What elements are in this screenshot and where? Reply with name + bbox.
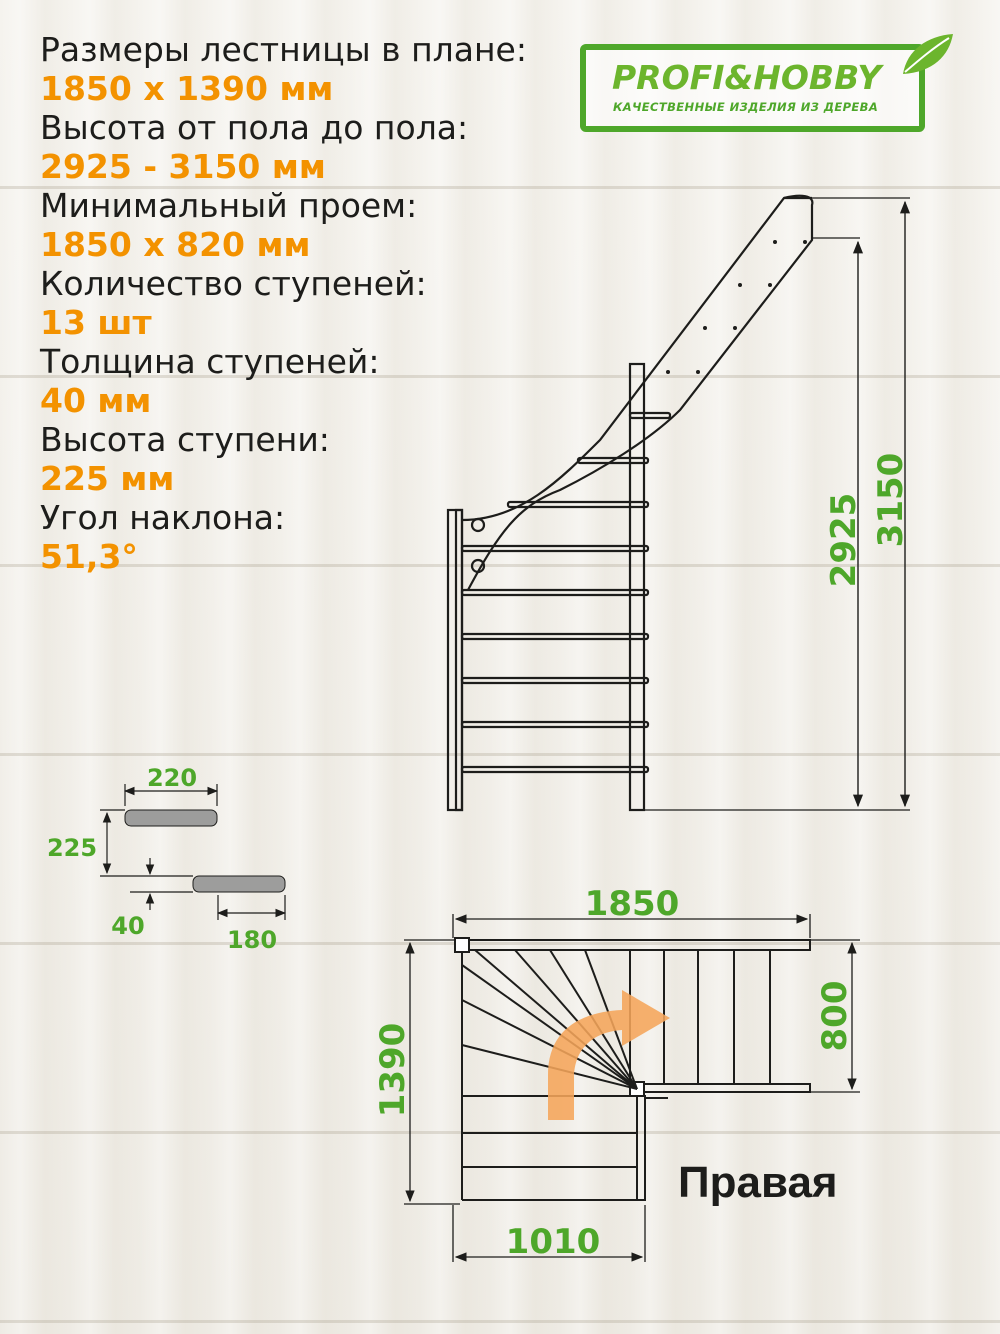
winder <box>514 949 638 1090</box>
spec-label-step-count: Количество ступеней: <box>40 264 427 303</box>
tread <box>576 456 650 465</box>
tread <box>506 500 650 509</box>
spec-label-step-thickness: Толщина ступеней: <box>40 342 380 381</box>
plan-dimensions <box>404 914 860 1262</box>
lower-flight-edge <box>636 1095 646 1201</box>
upper-flight <box>459 939 811 951</box>
winder <box>461 999 638 1090</box>
upper-stringer <box>461 194 814 591</box>
step-sample-lower <box>192 875 286 893</box>
spec-label-step-height: Высота ступени: <box>40 420 330 459</box>
spec-value-step-thickness: 40 мм <box>40 381 152 420</box>
dim-step-rise: 225 <box>47 834 97 862</box>
dim-height-max: 3150 <box>871 453 911 548</box>
brand-logo: PROFI&HOBBY КАЧЕСТВЕННЫЕ ИЗДЕЛИЯ ИЗ ДЕРЕ… <box>577 34 953 138</box>
step-sample-upper <box>124 809 218 827</box>
leaf-icon <box>903 34 953 74</box>
spec-value-plan-size: 1850 x 1390 мм <box>40 69 334 108</box>
corner-post <box>454 937 470 953</box>
height-dimensions <box>852 200 911 808</box>
tread <box>460 765 650 774</box>
tread <box>460 720 650 729</box>
side-elevation <box>446 194 910 812</box>
dim-step-depth: 220 <box>147 764 197 792</box>
stringer-dots <box>666 240 807 374</box>
dim-plan-width: 1850 <box>585 884 680 924</box>
dim-plan-depth: 1390 <box>373 1023 413 1118</box>
tread <box>460 676 650 685</box>
spec-value-step-count: 13 шт <box>40 303 152 342</box>
tread <box>628 411 672 420</box>
logo-tagline: КАЧЕСТВЕННЫЕ ИЗДЕЛИЯ ИЗ ДЕРЕВА <box>613 100 879 114</box>
spec-value-floor-height: 2925 - 3150 мм <box>40 147 326 186</box>
spec-label-min-opening: Минимальный проем: <box>40 186 418 225</box>
tread <box>460 588 650 597</box>
logo-frame <box>580 44 925 132</box>
dim-step-thickness: 40 <box>111 912 144 940</box>
step-detail: 220 225 40 180 <box>47 764 287 954</box>
direction-arrow-icon <box>548 990 670 1120</box>
right-post <box>628 362 646 812</box>
spec-list: Размеры лестницы в плане: 1850 x 1390 мм… <box>40 30 600 576</box>
dim-step-offset: 180 <box>227 926 277 954</box>
spec-value-incline-angle: 51,3° <box>40 537 138 576</box>
bolt-hole <box>470 558 486 574</box>
winder <box>461 964 638 1090</box>
logo-brand-text: PROFI&HOBBY <box>612 58 882 97</box>
left-newel-post-inner <box>454 508 464 812</box>
spec-label-incline-angle: Угол наклона: <box>40 498 286 537</box>
variant-label: Правая <box>678 1158 838 1207</box>
tread <box>460 544 650 553</box>
dim-lower-width: 1010 <box>506 1222 601 1262</box>
tread <box>460 632 650 641</box>
spec-value-step-height: 225 мм <box>40 459 175 498</box>
upper-flight-bottom <box>629 1083 811 1093</box>
spec-value-min-opening: 1850 x 820 мм <box>40 225 311 264</box>
bolt-hole <box>470 517 486 533</box>
winder <box>474 949 638 1090</box>
dim-height-min: 2925 <box>824 493 864 588</box>
spec-label-floor-height: Высота от пола до пола: <box>40 108 469 147</box>
spec-label-plan-size: Размеры лестницы в плане: <box>40 30 527 69</box>
dim-upper-width: 800 <box>815 981 855 1052</box>
